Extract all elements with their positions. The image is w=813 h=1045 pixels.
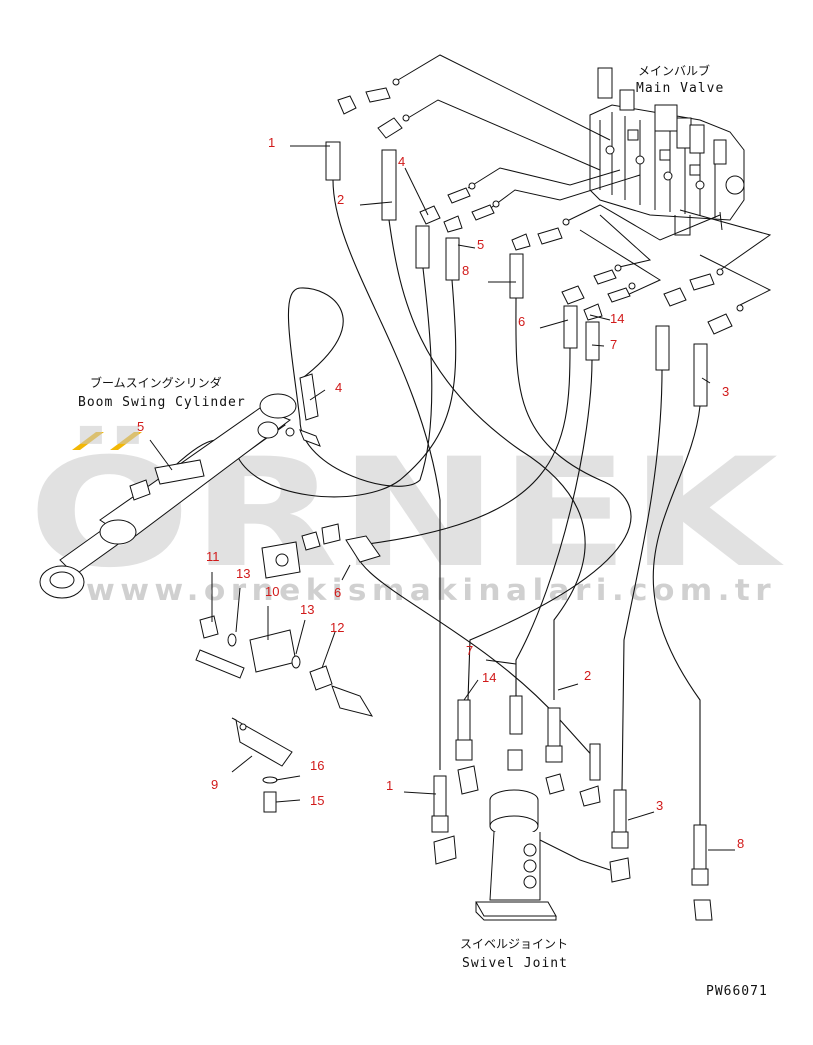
callout-8-lower: 8 (737, 836, 744, 851)
main-valve-label-jp: メインバルブ (638, 63, 710, 78)
upper-fittings (337, 78, 744, 335)
swivel-joint (475, 789, 611, 921)
watermark-accent-right (110, 432, 142, 450)
callout-3-lower: 3 (656, 798, 663, 813)
callout-15: 15 (310, 793, 324, 808)
hose-ends-lower (431, 695, 713, 921)
callout-8-upper: 8 (462, 263, 469, 278)
callout-9: 9 (211, 777, 218, 792)
callout-6-upper: 6 (518, 314, 525, 329)
watermark-accent-left (72, 432, 104, 450)
valve-port-leaders (397, 54, 772, 306)
main-valve (589, 67, 745, 236)
callout-7-upper: 7 (610, 337, 617, 352)
swivel-label-jp: スイベルジョイント (460, 937, 568, 951)
callout-6-middle: 6 (334, 585, 341, 600)
callout-5-cylinder: 5 (137, 419, 144, 434)
callout-13-upper: 13 (236, 566, 250, 581)
callout-4-cylinder: 4 (335, 380, 342, 395)
callout-10: 10 (265, 584, 279, 599)
callout-14-upper: 14 (610, 311, 624, 326)
main-valve-label-en: Main Valve (636, 81, 724, 96)
callout-5-upper: 5 (477, 237, 484, 252)
callout-1-upper: 1 (268, 135, 275, 150)
callout-numbers: 1 2 4 4 5 5 8 6 14 7 3 11 13 10 13 12 6 … (137, 135, 744, 851)
callout-3-upper: 3 (722, 384, 729, 399)
callout-1-lower: 1 (386, 778, 393, 793)
boom-swing-label-en: Boom Swing Cylinder (78, 395, 246, 410)
callout-2-upper: 2 (337, 192, 344, 207)
callout-7-lower: 7 (466, 643, 473, 658)
drawing-code: PW66071 (706, 984, 768, 999)
callout-14-lower: 14 (482, 670, 496, 685)
boom-swing-label-jp: ブームスイングシリンダ (90, 375, 222, 390)
callout-11: 11 (206, 549, 220, 564)
boom-swing-cylinder (39, 373, 321, 599)
callout-2-lower: 2 (584, 668, 591, 683)
swivel-label-en: Swivel Joint (462, 956, 568, 971)
middle-parts (195, 523, 381, 813)
callout-leaders (149, 145, 735, 851)
callout-13-lower: 13 (300, 602, 314, 617)
callout-4-upper: 4 (398, 154, 405, 169)
callout-12: 12 (330, 620, 344, 635)
callout-16: 16 (310, 758, 324, 773)
watermark-url: www.ornekismakinalari.com.tr (86, 573, 776, 607)
